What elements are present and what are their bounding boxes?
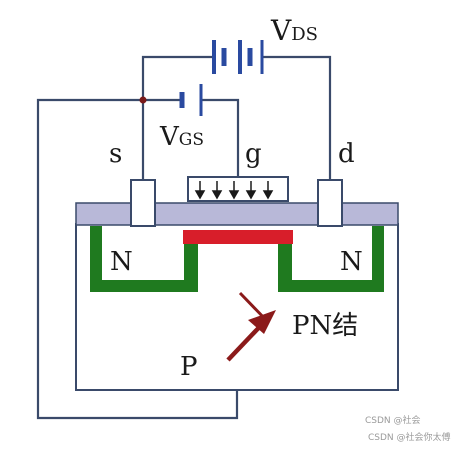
gate-electrode: [187, 176, 289, 202]
drain-contact: [317, 179, 343, 227]
source-node: [139, 96, 147, 104]
vgs-label: VGS: [159, 122, 204, 152]
vgs-gate-wire: [202, 98, 240, 178]
inversion-channel: [183, 230, 293, 244]
field-arrows: [194, 181, 274, 200]
n-region-left: [90, 226, 198, 292]
vds-label: VDS: [270, 14, 318, 47]
pn-junction-arrow: [226, 291, 276, 362]
watermark-line2: CSDN @社会你太傅: [368, 431, 451, 443]
watermark-line1: CSDN @社会: [365, 414, 421, 426]
source-contact: [130, 179, 156, 227]
pn-junction-label: PN结: [292, 311, 358, 341]
p-substrate-label: P: [180, 352, 198, 382]
oxide-layer: [75, 202, 399, 226]
n-region-right: [278, 226, 384, 292]
vds-drain-wire: [262, 55, 332, 182]
n-left-label: N: [110, 247, 133, 277]
body-wire: [36, 98, 239, 420]
gate-label: g: [245, 139, 262, 169]
vgs-battery: [179, 84, 203, 116]
n-right-label: N: [340, 247, 363, 277]
vds-battery: [212, 40, 264, 74]
source-label: s: [109, 139, 122, 169]
source-vds-wire: [141, 55, 214, 182]
p-substrate: [75, 223, 399, 391]
circuit-wires: [36, 55, 332, 420]
drain-label: d: [338, 139, 355, 169]
